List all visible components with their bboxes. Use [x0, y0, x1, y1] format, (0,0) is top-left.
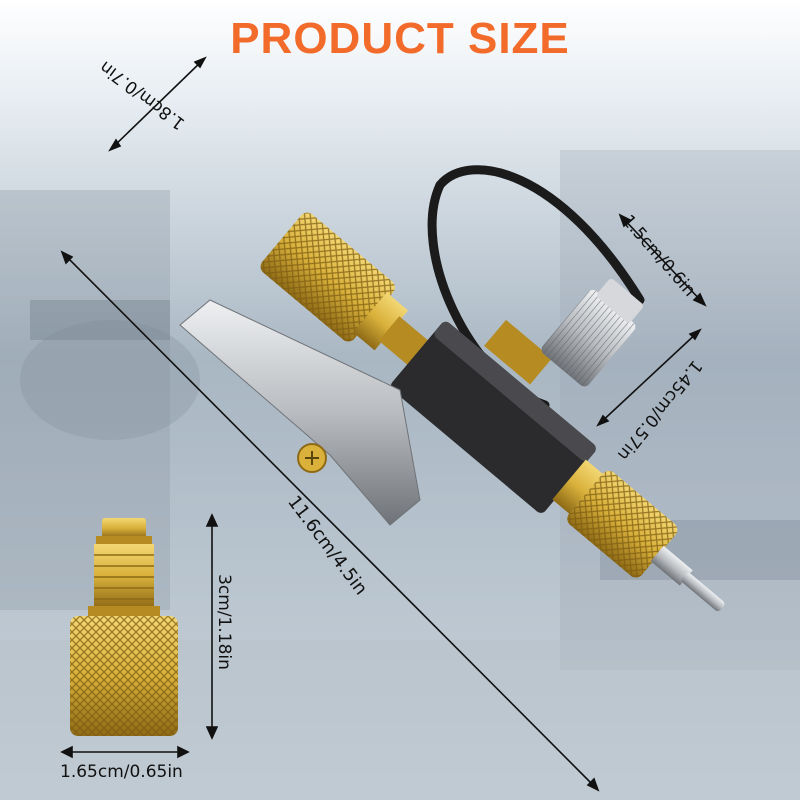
dimension-lines	[60, 56, 707, 792]
bottom-connector	[552, 459, 725, 612]
lever-handle	[179, 299, 421, 526]
page-title: PRODUCT SIZE	[230, 14, 570, 63]
black-block	[390, 321, 596, 513]
side-port	[484, 278, 643, 387]
valve-body	[260, 212, 725, 612]
adapter-width-dimension-label: 1.65cm/0.65in	[60, 762, 183, 782]
adapter-height-dimension-label: 3cm/1.18in	[213, 574, 234, 670]
brass-adapter	[70, 518, 178, 736]
